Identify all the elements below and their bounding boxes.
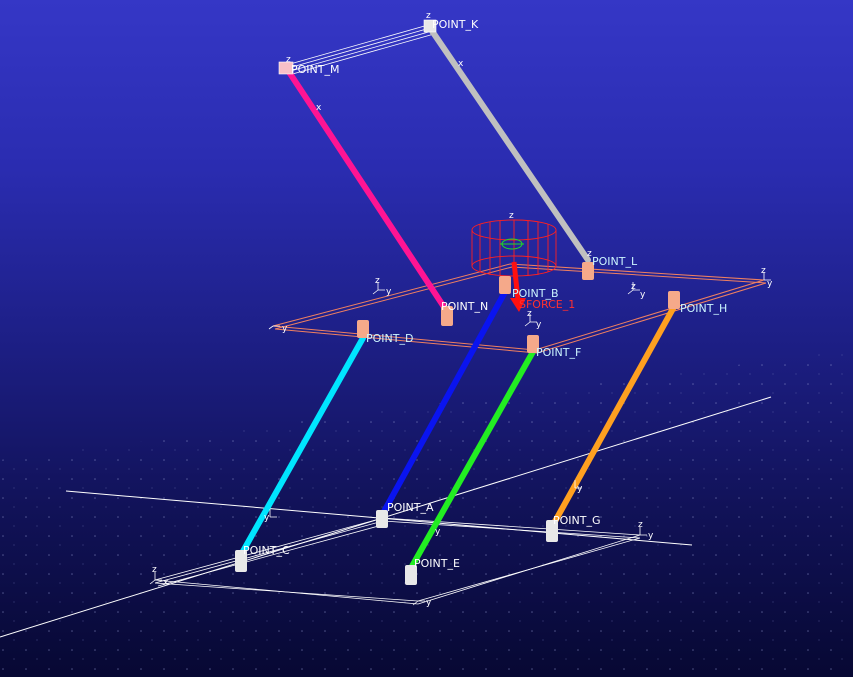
force-arrow[interactable] (511, 261, 521, 301)
bushing-point-a (376, 510, 388, 528)
bushing-point-g (546, 520, 558, 542)
bushing-point-n (441, 306, 453, 326)
svg-text:y: y (640, 290, 646, 300)
point-labels: POINT_K POINT_M POINT_L POINT_B SFORCE_1… (243, 18, 727, 570)
ground-plate (154, 517, 641, 605)
label-point-g: POINT_G (553, 514, 601, 527)
svg-text:y: y (577, 484, 583, 494)
svg-text:y: y (426, 598, 432, 608)
svg-text:z: z (375, 276, 380, 286)
label-point-k: POINT_K (432, 18, 479, 31)
label-point-f: POINT_F (536, 346, 581, 359)
label-point-h: POINT_H (680, 302, 727, 315)
label-point-m: POINT_M (291, 63, 339, 76)
svg-text:z: z (761, 266, 766, 276)
label-point-a: POINT_A (387, 501, 434, 514)
rail-k-m (282, 24, 435, 76)
label-point-l: POINT_L (592, 255, 638, 268)
label-point-b: POINT_B (512, 287, 559, 300)
label-point-e: POINT_E (414, 557, 460, 570)
link-d-c[interactable] (239, 335, 366, 556)
svg-text:z: z (527, 309, 532, 319)
svg-text:x: x (316, 103, 322, 113)
label-point-n: POINT_N (441, 300, 488, 313)
svg-text:y: y (386, 287, 392, 297)
link-m-n[interactable] (286, 69, 449, 313)
svg-text:z: z (286, 55, 291, 65)
axis-letters: z y z y z y y z y z y y z x y y y x x z … (152, 11, 773, 608)
svg-text:z: z (631, 282, 636, 292)
svg-text:z: z (638, 520, 643, 530)
svg-text:z: z (587, 249, 592, 259)
upper-platform (272, 263, 767, 354)
label-point-d: POINT_D (366, 332, 413, 345)
svg-text:y: y (435, 527, 441, 537)
axis-triads (149, 272, 771, 606)
bushing-point-d (357, 320, 369, 338)
svg-text:y: y (282, 324, 288, 334)
bushing-point-c (235, 550, 247, 572)
bushing-point-e (405, 565, 417, 585)
force-arrowhead (510, 298, 526, 312)
svg-text:y: y (767, 279, 773, 289)
bushing-point-m (278, 61, 294, 75)
force-marker (500, 238, 524, 250)
link-k-l[interactable] (427, 25, 591, 263)
link-h-g[interactable] (550, 302, 678, 528)
svg-text:y: y (264, 513, 270, 523)
svg-text:z: z (426, 11, 431, 21)
svg-text:x: x (458, 59, 464, 69)
svg-text:y: y (536, 320, 542, 330)
bushing-point-k (423, 19, 437, 33)
label-point-c: POINT_C (243, 544, 290, 557)
force-cylinder[interactable] (471, 219, 557, 277)
bushing-point-h (668, 291, 680, 309)
svg-text:y: y (648, 531, 654, 541)
bushing-point-l (582, 262, 594, 280)
link-b-a[interactable] (379, 289, 508, 518)
joint-bushings[interactable] (235, 19, 680, 585)
link-f-e[interactable] (408, 347, 537, 571)
svg-text:x: x (163, 578, 169, 588)
bushing-point-b (499, 276, 511, 294)
label-force: SFORCE_1 (519, 298, 575, 311)
svg-text:z: z (152, 565, 157, 575)
ground-grid (0, 350, 853, 677)
bushing-point-f (527, 335, 539, 353)
svg-text:z: z (509, 211, 514, 221)
